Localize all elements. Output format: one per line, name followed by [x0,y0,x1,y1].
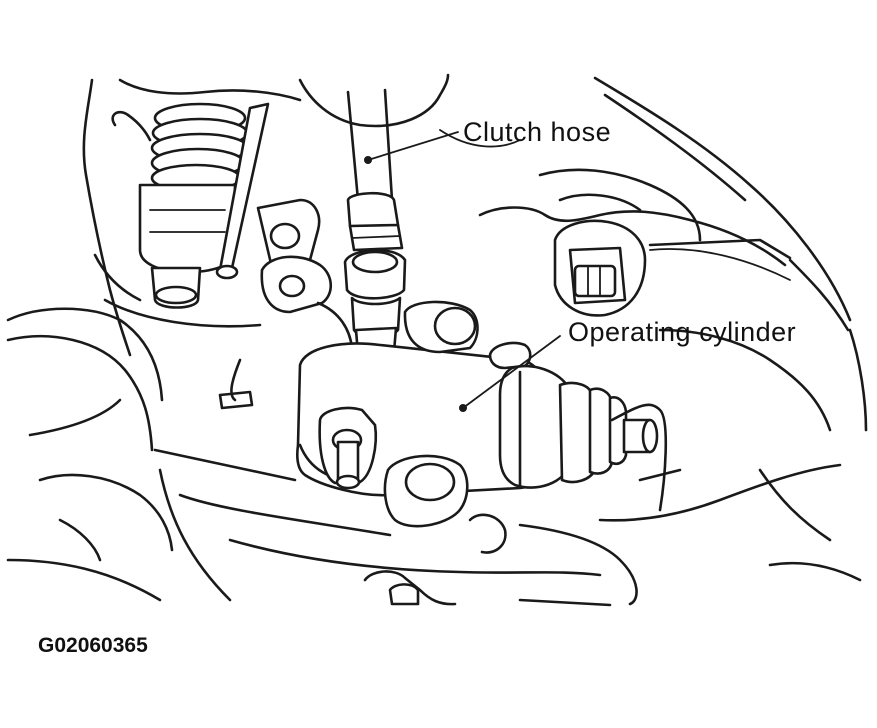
release-fork [218,198,354,410]
dust-boot [558,381,682,512]
spring-assembly [93,102,270,328]
figure-id: G02060365 [38,634,148,657]
clutch-hose-leader [367,131,459,161]
operating-cylinder-label: Operating cylinder [568,317,796,347]
clutch-hose-label: Clutch hose [463,117,611,147]
bellhousing-lower [6,307,862,607]
operating-cylinder-leader [462,335,561,409]
transmission-housing [82,73,868,432]
mount-bolt-right [553,219,832,432]
operating-cylinder [295,300,574,528]
clutch-hose [343,88,407,356]
